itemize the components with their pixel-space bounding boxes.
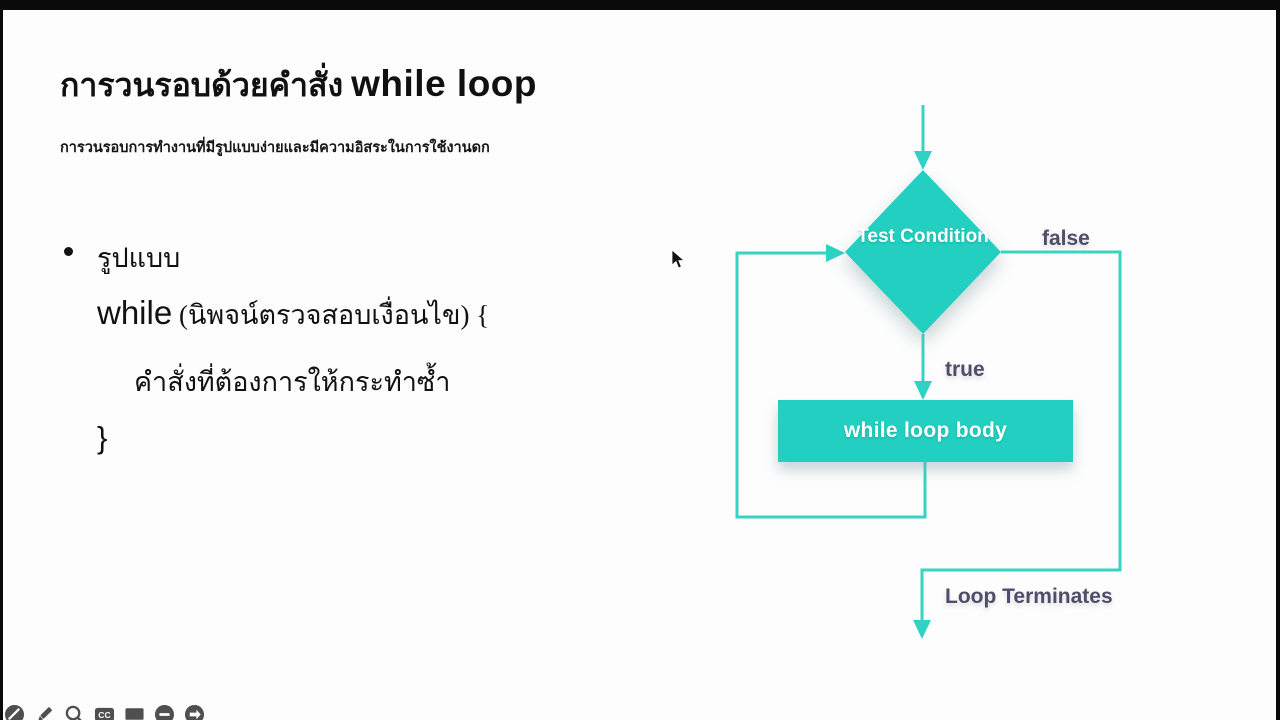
code-while-keyword: while bbox=[97, 294, 173, 331]
true-branch-label: true bbox=[945, 358, 985, 381]
loop-terminates-label: Loop Terminates bbox=[945, 585, 1113, 608]
false-branch-label: false bbox=[1042, 227, 1090, 250]
test-condition-label: Test Condition bbox=[857, 226, 989, 247]
page-subtitle: การวนรอบการทำงานที่มีรูปแบบง่ายและมีความ… bbox=[60, 140, 490, 156]
record-icon[interactable] bbox=[154, 704, 175, 720]
page-title-english: while loop bbox=[351, 63, 538, 104]
mouse-cursor bbox=[671, 250, 686, 269]
circle-slash-icon[interactable] bbox=[4, 704, 25, 720]
test-condition-diamond bbox=[845, 170, 1001, 334]
bottom-toolbar: CC bbox=[4, 704, 205, 720]
code-while-line: while (นิพจน์ตรวจสอบเงื่อนไข) { bbox=[97, 293, 489, 336]
code-close-brace: } bbox=[97, 420, 108, 455]
cc-icon[interactable]: CC bbox=[94, 704, 115, 720]
page-title-thai: การวนรอบด้วยคำสั่ง bbox=[60, 67, 352, 103]
letterbox-right bbox=[1276, 10, 1280, 720]
code-condition-text: (นิพจน์ตรวจสอบเงื่อนไข) { bbox=[172, 300, 490, 330]
bullet-dot bbox=[64, 247, 73, 256]
page-title: การวนรอบด้วยคำสั่ง while loop bbox=[60, 60, 537, 111]
magnifier-icon[interactable] bbox=[64, 704, 85, 720]
pen-icon[interactable] bbox=[34, 704, 55, 720]
monitor-icon[interactable] bbox=[124, 704, 145, 720]
bullet-item: รูปแบบ bbox=[64, 236, 180, 279]
letterbox-top bbox=[0, 0, 1280, 10]
svg-text:CC: CC bbox=[98, 710, 110, 720]
while-loop-body-box: while loop body bbox=[778, 400, 1073, 462]
bullet-label: รูปแบบ bbox=[97, 243, 181, 273]
flowchart-arrowheads bbox=[826, 151, 932, 639]
arrow-circle-icon[interactable] bbox=[184, 704, 205, 720]
flowchart-connectors bbox=[735, 105, 1122, 621]
flowchart bbox=[735, 105, 1122, 639]
code-body-line: คำสั่งที่ต้องการให้กระทำซ้ำ bbox=[134, 367, 451, 397]
letterbox-left bbox=[0, 10, 3, 720]
